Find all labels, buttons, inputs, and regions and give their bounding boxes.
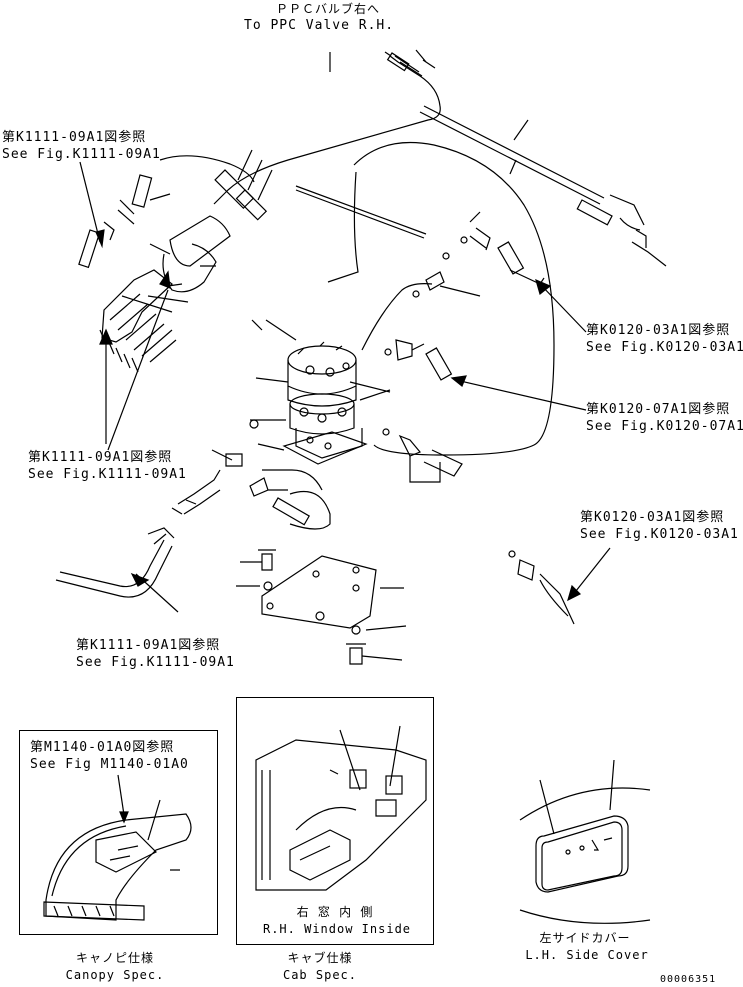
- ppc-valve-label-en: To PPC Valve R.H.: [244, 18, 395, 33]
- canopy-caption-jp: キャノピ仕様: [75, 951, 154, 965]
- canopy-caption-en: Canopy Spec.: [65, 968, 165, 982]
- loop-tube: [295, 142, 555, 456]
- ref-m1140-en: See Fig M1140-01A0: [30, 757, 189, 772]
- ref-k1111-c-jp: 第K1111-09A1図参照: [76, 638, 221, 653]
- cab-caption-jp: キャブ仕様: [287, 951, 353, 965]
- long-tube: [419, 105, 667, 267]
- mounting-plate: [236, 549, 407, 665]
- ref-k1111-b-jp: 第K1111-09A1図参照: [28, 450, 173, 465]
- ppc-hose: [213, 49, 441, 205]
- cab-inset-frame: [236, 697, 434, 945]
- ref-k1111-a-jp: 第K1111-09A1図参照: [2, 130, 147, 145]
- ref-k0120-03-b-jp: 第K0120-03A1図参照: [580, 510, 725, 525]
- swivel-joint: [250, 283, 433, 465]
- ref-k0120-07-jp: 第K0120-07A1図参照: [586, 402, 731, 417]
- ref-k1111-b-en: See Fig.K1111-09A1: [28, 467, 187, 482]
- canopy-inset-frame: [19, 730, 218, 935]
- ppc-valve-label-jp: ＰＰＣバルブ右へ: [276, 2, 381, 16]
- ref-k0120-07-en: See Fig.K0120-07A1: [586, 419, 743, 434]
- ref-m1140-jp: 第M1140-01A0図参照: [30, 740, 175, 755]
- ref-k0120-03-a-en: See Fig.K0120-03A1: [586, 340, 743, 355]
- ref-k1111-a-en: See Fig.K1111-09A1: [2, 147, 161, 162]
- side-cover-caption-en: L.H. Side Cover: [525, 948, 649, 962]
- reference-leaders: [79, 52, 611, 613]
- left-fittings: [78, 149, 273, 293]
- ref-k1111-c-en: See Fig.K1111-09A1: [76, 655, 235, 670]
- cab-caption-en: Cab Spec.: [282, 968, 358, 982]
- side-cover-caption-jp: 左サイドカバー: [539, 931, 631, 945]
- ref-k0120-03-a-jp: 第K0120-03A1図参照: [586, 323, 731, 338]
- ref-k0120-03-b-en: See Fig.K0120-03A1: [580, 527, 739, 542]
- drawing-number: 00006351: [660, 974, 717, 985]
- cab-inner-caption-jp: 右 窓 内 側: [296, 905, 374, 919]
- cab-inner-caption-en: R.H. Window Inside: [262, 922, 412, 936]
- right-fittings: [382, 211, 575, 625]
